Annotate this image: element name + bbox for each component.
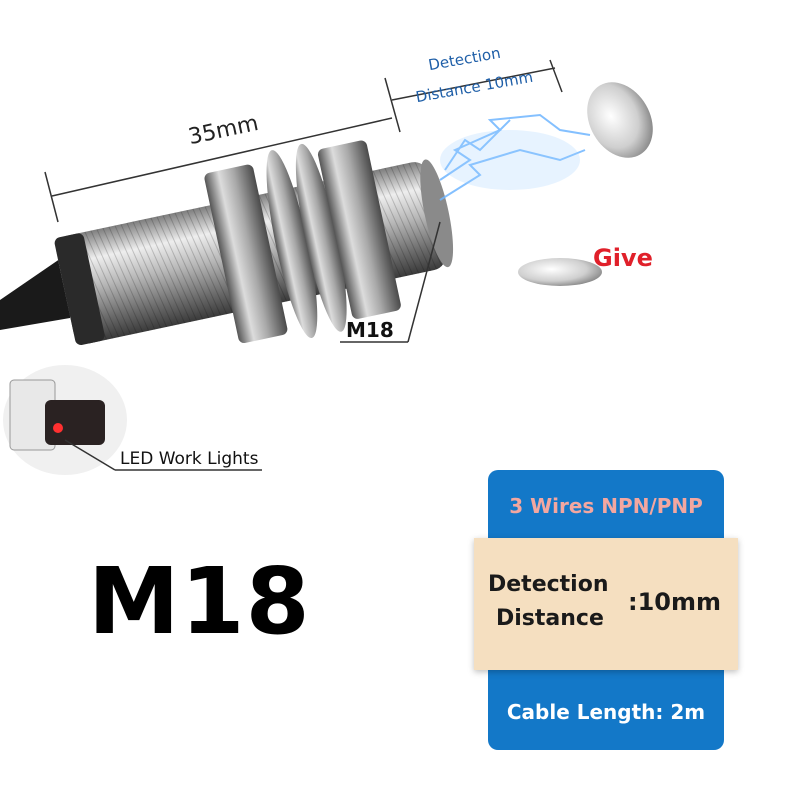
led-work-lights-label: LED Work Lights	[120, 449, 259, 469]
detection-spark	[439, 113, 591, 201]
detection-label-line2: Distance	[496, 606, 604, 631]
thread-size-label: M18	[346, 318, 394, 342]
sensor-face	[420, 159, 454, 268]
washer-1	[266, 150, 318, 339]
led-indicator	[53, 423, 63, 433]
sensor-cable	[0, 252, 70, 330]
model-title: M18	[88, 548, 311, 655]
hex-nut-rear	[204, 164, 288, 344]
detection-panel: Detection Distance :10mm	[474, 538, 738, 670]
washer-2	[295, 143, 347, 332]
hex-nut-front	[317, 140, 401, 319]
cable-length-text: Cable Length: 2m	[506, 700, 706, 724]
give-label: Give	[593, 244, 653, 272]
wires-text: 3 Wires NPN/PNP	[509, 494, 703, 518]
detection-value: :10mm	[628, 588, 722, 616]
detection-label-line1: Detection	[488, 572, 609, 597]
cable-badge: Cable Length: 2m	[488, 660, 724, 750]
target-disc-1	[587, 82, 653, 158]
target-disc-2	[518, 258, 602, 286]
